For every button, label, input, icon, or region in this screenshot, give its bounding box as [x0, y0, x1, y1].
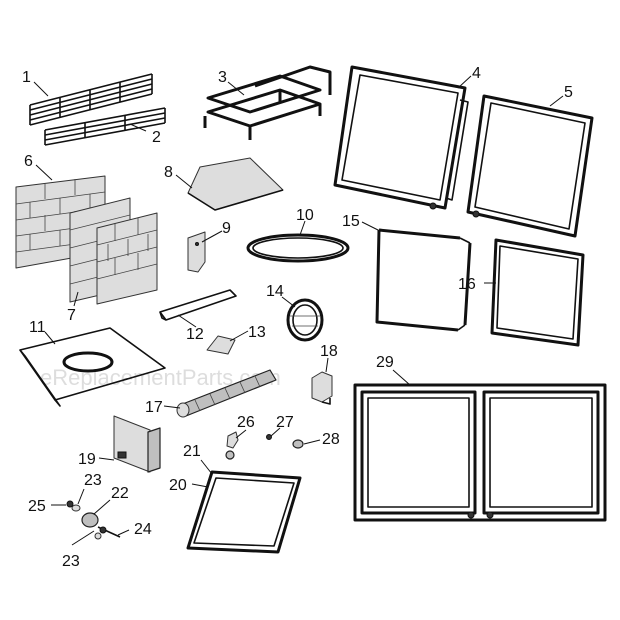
part-8-baffle: [187, 157, 284, 211]
callout-22: 22: [111, 485, 129, 502]
part-22-fitting: [81, 512, 99, 528]
leader-lines: [33, 75, 564, 546]
part-13-clip: [206, 335, 236, 355]
callout-5: 5: [564, 84, 573, 101]
part-25-nut: [66, 500, 74, 508]
callout-15: 15: [342, 213, 360, 230]
callout-9: 9: [222, 220, 231, 237]
part-4-door-frame: [333, 65, 469, 210]
callout-11: 11: [29, 319, 46, 336]
callout-8: 8: [164, 164, 173, 181]
part-10-gasket: [246, 233, 350, 263]
part-20-glass-panel: [186, 470, 302, 554]
callout-3: 3: [218, 69, 227, 86]
callout-1: 1: [22, 69, 31, 86]
part-15-frame: [375, 228, 472, 332]
callout-10: 10: [296, 207, 314, 224]
callout-17: 17: [145, 399, 163, 416]
callout-27: 27: [276, 414, 294, 431]
part-3-grate: [203, 65, 332, 140]
part-9-bracket: [187, 231, 206, 273]
part-23-washer-bottom: [94, 532, 102, 540]
callout-26: 26: [237, 414, 255, 431]
callout-25: 25: [28, 498, 46, 515]
callout-28: 28: [322, 431, 340, 448]
part-14-collar: [286, 298, 324, 342]
callout-6: 6: [24, 153, 33, 170]
callout-23-bottom: 23: [62, 553, 80, 570]
callout-16: 16: [458, 276, 476, 293]
part-19-valve-panel: [113, 415, 161, 473]
part-18-control-box: [311, 371, 333, 405]
callout-18: 18: [320, 343, 338, 360]
callout-2: 2: [152, 129, 161, 146]
part-27-screw: [266, 434, 272, 440]
callout-29: 29: [376, 354, 394, 371]
part-2-grille: [44, 107, 166, 146]
part-11-top-plate: [19, 327, 166, 407]
callout-4: 4: [472, 65, 481, 82]
callout-14: 14: [266, 283, 284, 300]
callout-19: 19: [78, 451, 96, 468]
part-29-door-frame-assembly: [353, 383, 607, 522]
part-24-screw: [97, 526, 121, 538]
callout-24: 24: [134, 521, 152, 538]
callout-20: 20: [169, 477, 187, 494]
callout-7: 7: [67, 307, 76, 324]
part-16-gasket-frame: [490, 238, 585, 347]
callout-21: 21: [183, 443, 201, 460]
part-1-grille: [29, 73, 153, 126]
part-23-washer-top: [71, 504, 81, 512]
part-17-burner: [176, 369, 277, 418]
part-26-fitting: [225, 431, 239, 460]
part-12-strip: [159, 289, 237, 321]
callout-13: 13: [248, 324, 266, 341]
callout-23-top: 23: [84, 472, 102, 489]
part-5-door-frame: [466, 94, 594, 238]
part-28-nut: [292, 439, 304, 449]
callout-12: 12: [186, 326, 204, 343]
part-7-brick-panels: [69, 197, 158, 305]
